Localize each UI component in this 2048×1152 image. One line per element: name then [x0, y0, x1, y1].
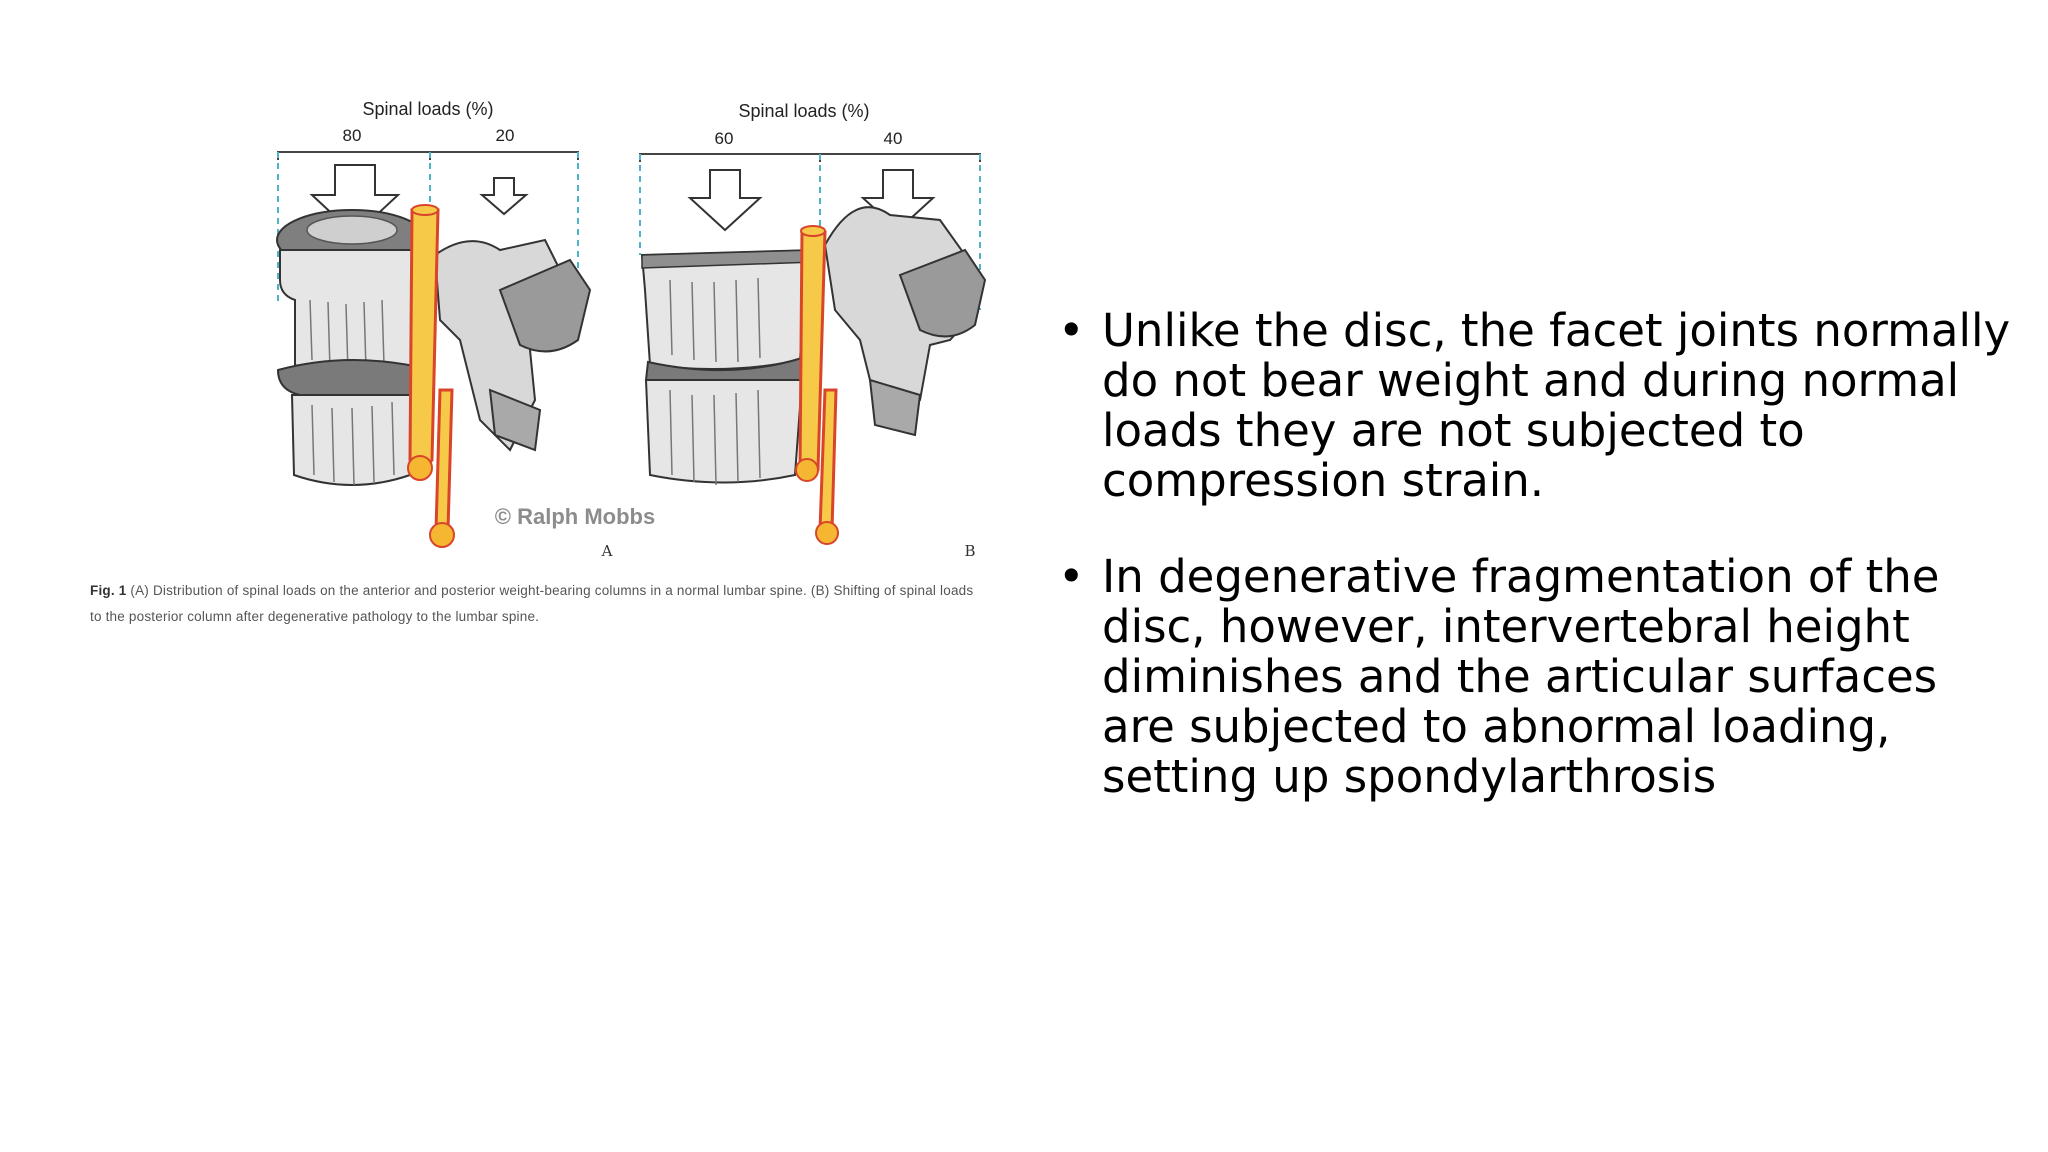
panel-a-header: Spinal loads (%): [362, 99, 493, 119]
spine-illustration: Spinal loads (%) 80 20: [276, 99, 987, 560]
panel-b-posterior-load: 40: [884, 129, 903, 148]
panel-b-label: B: [964, 542, 975, 560]
panel-a-bracket: [277, 151, 579, 160]
caption-figure-label: Fig. 1: [90, 583, 127, 598]
bullet-item: • Unlike the disc, the facet joints norm…: [1058, 306, 2018, 506]
bullet-icon: •: [1058, 304, 1085, 357]
caption-line-1: Fig. 1 (A) Distribution of spinal loads …: [90, 578, 1170, 604]
panel-a: Spinal loads (%) 80 20: [276, 99, 655, 560]
panel-a-posterior-load: 20: [496, 126, 515, 145]
panel-a-nerve: [408, 208, 440, 478]
panel-b-vertebral-body-upper: [640, 248, 820, 370]
bullet-list: • Unlike the disc, the facet joints norm…: [1058, 306, 2018, 848]
panel-b-right-arrow-icon: [860, 169, 936, 232]
panel-a-middle-disc: [276, 359, 434, 396]
caption-line-2: to the posterior column after degenerati…: [90, 609, 540, 624]
panel-b-left-arrow-icon: [687, 169, 763, 232]
panel-b: Spinal loads (%) 60 40: [639, 101, 987, 560]
panel-a-vertebral-body-upper: [279, 249, 427, 376]
panel-a-anterior-load: 80: [343, 126, 362, 145]
panel-b-bracket: [639, 153, 981, 162]
panel-a-label: A: [601, 542, 613, 560]
spinal-loads-figure: Spinal loads (%) 80 20: [80, 90, 1180, 650]
bullet-item: • In degenerative fragmentation of the d…: [1058, 552, 2018, 802]
panel-b-nerve: [798, 228, 827, 481]
caption-line-1-text: (A) Distribution of spinal loads on the …: [130, 583, 974, 598]
watermark: © Ralph Mobbs: [495, 504, 655, 529]
bullet-text: Unlike the disc, the facet joints normal…: [1102, 304, 2011, 507]
panel-b-header: Spinal loads (%): [738, 101, 869, 121]
panel-a-small-arrow-icon: [479, 177, 529, 216]
bullet-text: In degenerative fragmentation of the dis…: [1102, 550, 1940, 803]
figure-caption: Fig. 1 (A) Distribution of spinal loads …: [90, 578, 1170, 630]
bullet-icon: •: [1058, 550, 1085, 603]
panel-b-anterior-load: 60: [715, 129, 734, 148]
panel-b-vertebral-body-lower: [644, 379, 804, 484]
